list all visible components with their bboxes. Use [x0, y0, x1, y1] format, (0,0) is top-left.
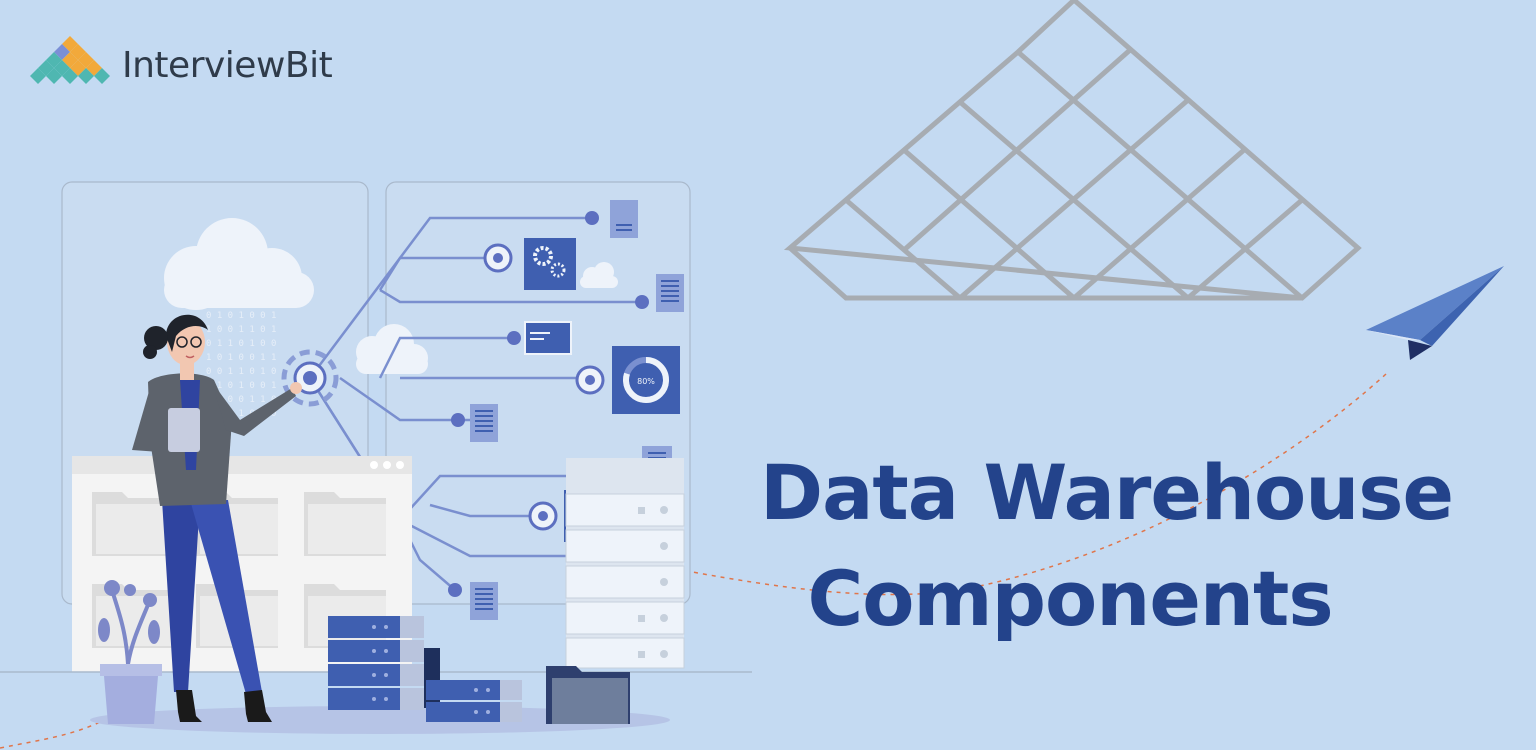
cloud-icon	[164, 218, 314, 310]
paper-plane-icon	[1366, 266, 1504, 360]
interviewbit-logo[interactable]: InterviewBit	[26, 36, 333, 94]
floor-shadow	[90, 706, 670, 734]
server-stack	[328, 616, 522, 722]
page-title: Data Warehouse Components	[760, 440, 1454, 652]
potted-plant	[98, 580, 162, 724]
binary-row: 1 1 0 1 0 0 1	[206, 381, 276, 391]
server-rack	[565, 458, 685, 669]
small-cloud-icon	[356, 324, 428, 374]
progress-label: 80%	[637, 377, 655, 386]
hub-node	[281, 349, 339, 407]
folder-icon	[546, 666, 630, 724]
interviewbit-logo-mark-icon	[30, 36, 110, 84]
binary-row: 1 0 0 1 1 0 1	[206, 325, 276, 335]
binary-row: 0 0 1 1 0 1 0	[206, 367, 276, 377]
binary-row: 1 0 1 1 0 0 0	[206, 409, 276, 419]
flight-path-tail	[0, 721, 101, 749]
binary-row: 0 1 0 1 0 0 1	[206, 311, 276, 321]
woman-figure	[132, 314, 302, 722]
binary-row: 0 1 0 0 1 1 0	[206, 395, 276, 405]
title-line-2: Components	[807, 554, 1333, 643]
binary-data-stream: 0 1 0 1 0 0 1 1 0 0 1 1 0 1 0 1 1 0 1 0 0 1…	[206, 311, 276, 419]
binary-row: 1 0 1 0 0 1 1	[206, 353, 276, 363]
title-line-1: Data Warehouse	[760, 448, 1454, 537]
binary-row: 0 1 1 0 1 0 0	[206, 339, 276, 349]
settings-widget	[524, 238, 576, 290]
small-cloud-icon-2	[580, 262, 618, 288]
window-widget-1	[524, 321, 572, 355]
progress-widget: 80%	[612, 346, 680, 414]
diamond-grid-decoration	[783, 0, 1362, 301]
brand-name: InterviewBit	[122, 44, 333, 86]
